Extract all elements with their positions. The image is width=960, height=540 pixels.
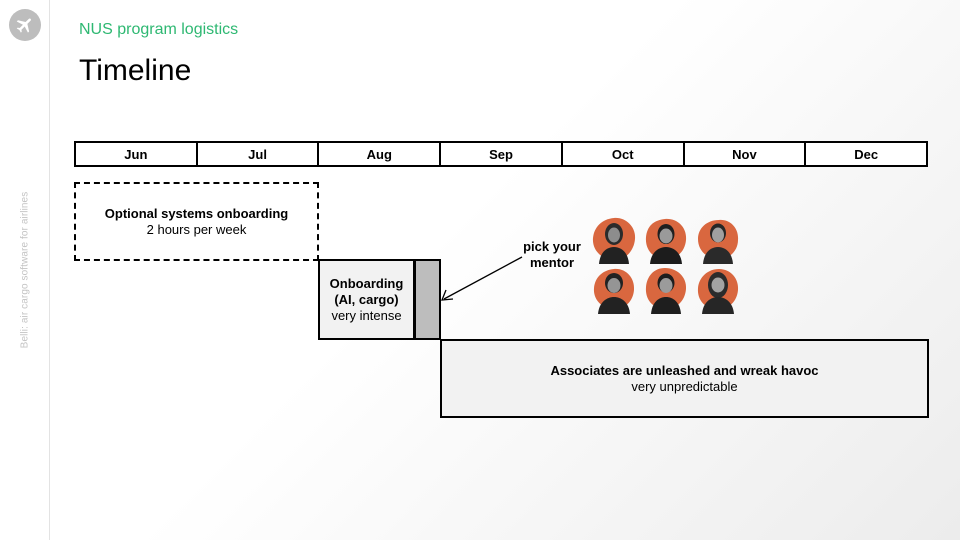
month-cell: Jul xyxy=(198,143,320,165)
sidebar: Belli: air cargo software for airlines xyxy=(0,0,50,540)
optional-onboarding-title: Optional systems onboarding xyxy=(104,205,289,221)
onboarding-block: Onboarding (AI, cargo) very intense xyxy=(318,259,415,340)
mentor-avatar-icon[interactable] xyxy=(589,264,639,314)
mentor-avatar-icon[interactable] xyxy=(693,264,743,314)
month-cell: Oct xyxy=(563,143,685,165)
associates-subtitle: very unpredictable xyxy=(631,378,738,394)
section-eyebrow: NUS program logistics xyxy=(79,21,239,38)
arrow-icon xyxy=(441,256,523,301)
month-cell: Aug xyxy=(319,143,442,165)
mentor-avatar-icon[interactable] xyxy=(641,264,691,314)
mentor-label-line1: pick your xyxy=(523,239,581,254)
month-header-row: Jun Jul Aug Sep Oct Nov Dec xyxy=(74,141,928,167)
optional-onboarding-block: Optional systems onboarding 2 hours per … xyxy=(74,182,319,261)
associates-block: Associates are unleashed and wreak havoc… xyxy=(440,339,929,418)
airplane-icon xyxy=(9,9,41,41)
month-cell: Sep xyxy=(441,143,563,165)
onboarding-title-line1: Onboarding xyxy=(329,275,404,291)
onboarding-title-line2: (AI, cargo) xyxy=(334,291,399,307)
month-cell: Nov xyxy=(685,143,807,165)
month-cell: Dec xyxy=(854,146,879,162)
mentor-selection-bar xyxy=(414,259,441,340)
associates-title: Associates are unleashed and wreak havoc xyxy=(550,362,819,378)
sidebar-vertical-text: Belli: air cargo software for airlines xyxy=(19,191,31,349)
page-title: Timeline xyxy=(79,54,192,87)
mentor-avatar-icon[interactable] xyxy=(693,214,743,264)
mentor-label: pick your mentor xyxy=(510,239,594,271)
optional-onboarding-subtitle: 2 hours per week xyxy=(146,221,247,237)
month-cell: Jun xyxy=(76,143,198,165)
mentor-avatar-icon[interactable] xyxy=(641,214,691,264)
mentor-avatar-icon[interactable] xyxy=(589,214,639,264)
mentor-label-line2: mentor xyxy=(529,255,575,270)
onboarding-subtitle: very intense xyxy=(331,307,402,323)
